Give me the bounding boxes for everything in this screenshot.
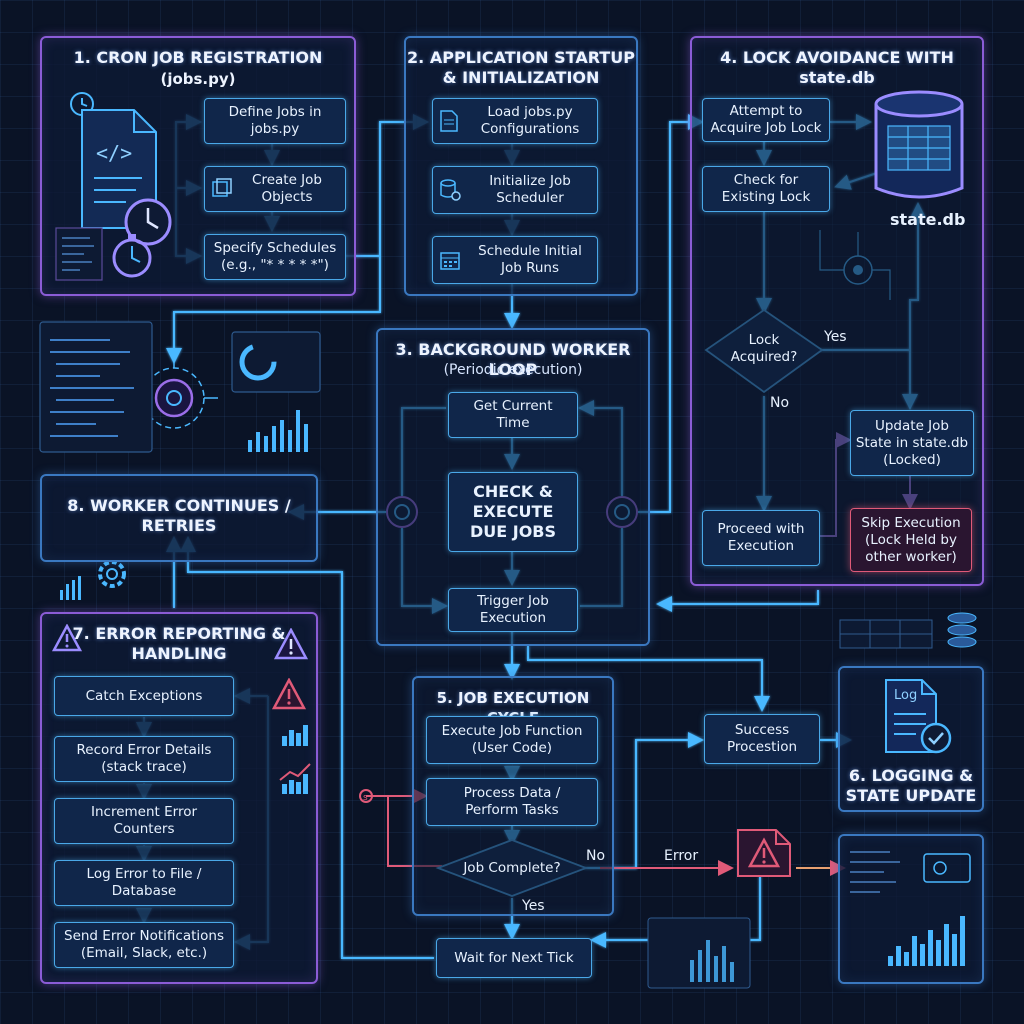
panel-title-line2: HANDLING [131,644,227,663]
panel-title: 7. ERROR REPORTING & [72,624,286,643]
catch-exceptions-box[interactable]: Catch Exceptions [54,676,234,716]
db-label: state.db [890,210,966,229]
svg-text:s: s [363,793,368,803]
schedule-runs-label: Schedule Initial Job Runs [478,243,582,276]
panel-title-line2: & INITIALIZATION [442,68,600,87]
panel-subtitle: (jobs.py) [160,70,236,88]
panel-logging: Log 6. LOGGING & STATE UPDATE [838,666,984,812]
panel-worker-continues: 8. WORKER CONTINUES / RETRIES [40,474,318,562]
small-gear-icon [98,560,126,588]
complete-no-label: No [586,848,606,864]
load-jobs-box[interactable]: Load jobs.py Configurations [432,98,598,144]
database-icon [874,90,964,199]
panel-cron-registration: 1. CRON JOB REGISTRATION (jobs.py) </> D… [40,36,356,296]
terminal-chart-panel [838,834,984,984]
panel-title: 2. APPLICATION STARTUP [407,48,635,67]
lock-decision-label: Lock Acquired? [730,332,798,365]
send-notifications-box[interactable]: Send Error Notifications (Email, Slack, … [54,922,234,968]
panel-title-line2: state.db [799,68,875,87]
log-error-box[interactable]: Log Error to File / Database [54,860,234,906]
init-scheduler-box[interactable]: Initialize Job Scheduler [432,166,598,214]
load-jobs-label: Load jobs.py Configurations [480,104,580,137]
success-box[interactable]: Success Procestion [704,714,820,764]
terminal-chart-icon [850,851,971,966]
table-decoration [839,619,933,649]
panel-title: 3. BACKGROUND WORKER LOOP [395,340,631,379]
database-stack-icon [947,612,977,648]
panel-title: 8. WORKER CONTINUES / [67,496,291,515]
terminal-stopwatch-icon [55,227,152,281]
error-file-icon [737,829,791,877]
panel-app-startup: 2. APPLICATION STARTUP & INITIALIZATION … [404,36,638,296]
code-window-decoration [39,321,153,453]
document-icon [440,110,458,132]
schedule-runs-box[interactable]: Schedule Initial Job Runs [432,236,598,284]
lock-yes-label: Yes [824,329,847,345]
check-lock-box[interactable]: Check for Existing Lock [702,166,830,212]
log-icon-text: Log [894,688,918,703]
specify-schedules-box[interactable]: Specify Schedules (e.g., "* * * * *") [204,234,346,280]
warning-icon-left [52,624,82,652]
trend-chart-icon [279,763,311,794]
database-gear-icon [440,179,461,201]
check-execute-box[interactable]: CHECK & EXECUTE DUE JOBS [448,472,578,552]
acquire-lock-box[interactable]: Attempt to Acquire Job Lock [702,98,830,142]
error-warning-icon [272,678,306,710]
increment-counters-box[interactable]: Increment Error Counters [54,798,234,844]
lock-no-label: No [770,395,790,411]
init-scheduler-label: Initialize Job Scheduler [489,173,571,206]
code-file-icon: </> [70,92,172,246]
proceed-box[interactable]: Proceed with Execution [702,510,820,566]
create-job-box[interactable]: Create Job Objects [204,166,346,212]
calendar-icon [440,252,460,270]
complete-yes-label: Yes [522,898,545,914]
log-document-icon [885,679,952,754]
bar-chart-icon [282,725,308,746]
warning-icon-right [274,628,308,660]
panel-title: 4. LOCK AVOIDANCE WITH [720,48,954,67]
get-time-box[interactable]: Get Current Time [448,392,578,438]
trigger-box[interactable]: Trigger Job Execution [448,588,578,632]
update-state-box[interactable]: Update Job State in state.db (Locked) [850,410,974,476]
code-objects-icon [212,178,232,197]
panel-title: 6. LOGGING & [848,766,974,785]
panel-title: 1. CRON JOB REGISTRATION [73,48,323,67]
complete-decision-label: Job Complete? [463,860,561,876]
create-job-label: Create Job Objects [252,172,322,205]
svg-text:</>: </> [96,141,132,165]
panel-subtitle: (Periodic execution) [443,362,583,378]
error-label: Error [664,848,699,864]
panel-title-line2: STATE UPDATE [845,786,977,805]
record-error-box[interactable]: Record Error Details (stack trace) [54,736,234,782]
define-jobs-box[interactable]: Define Jobs in jobs.py [204,98,346,144]
execute-function-box[interactable]: Execute Job Function (User Code) [426,716,598,764]
dashboard-decoration [231,331,321,452]
wait-tick-box[interactable]: Wait for Next Tick [436,938,592,978]
panel-title-line2: RETRIES [141,516,217,535]
skip-execution-box[interactable]: Skip Execution (Lock Held by other worke… [850,508,972,572]
process-data-box[interactable]: Process Data / Perform Tasks [426,778,598,826]
mini-bars-decoration [60,576,81,600]
bottom-chart-decoration [647,917,751,989]
